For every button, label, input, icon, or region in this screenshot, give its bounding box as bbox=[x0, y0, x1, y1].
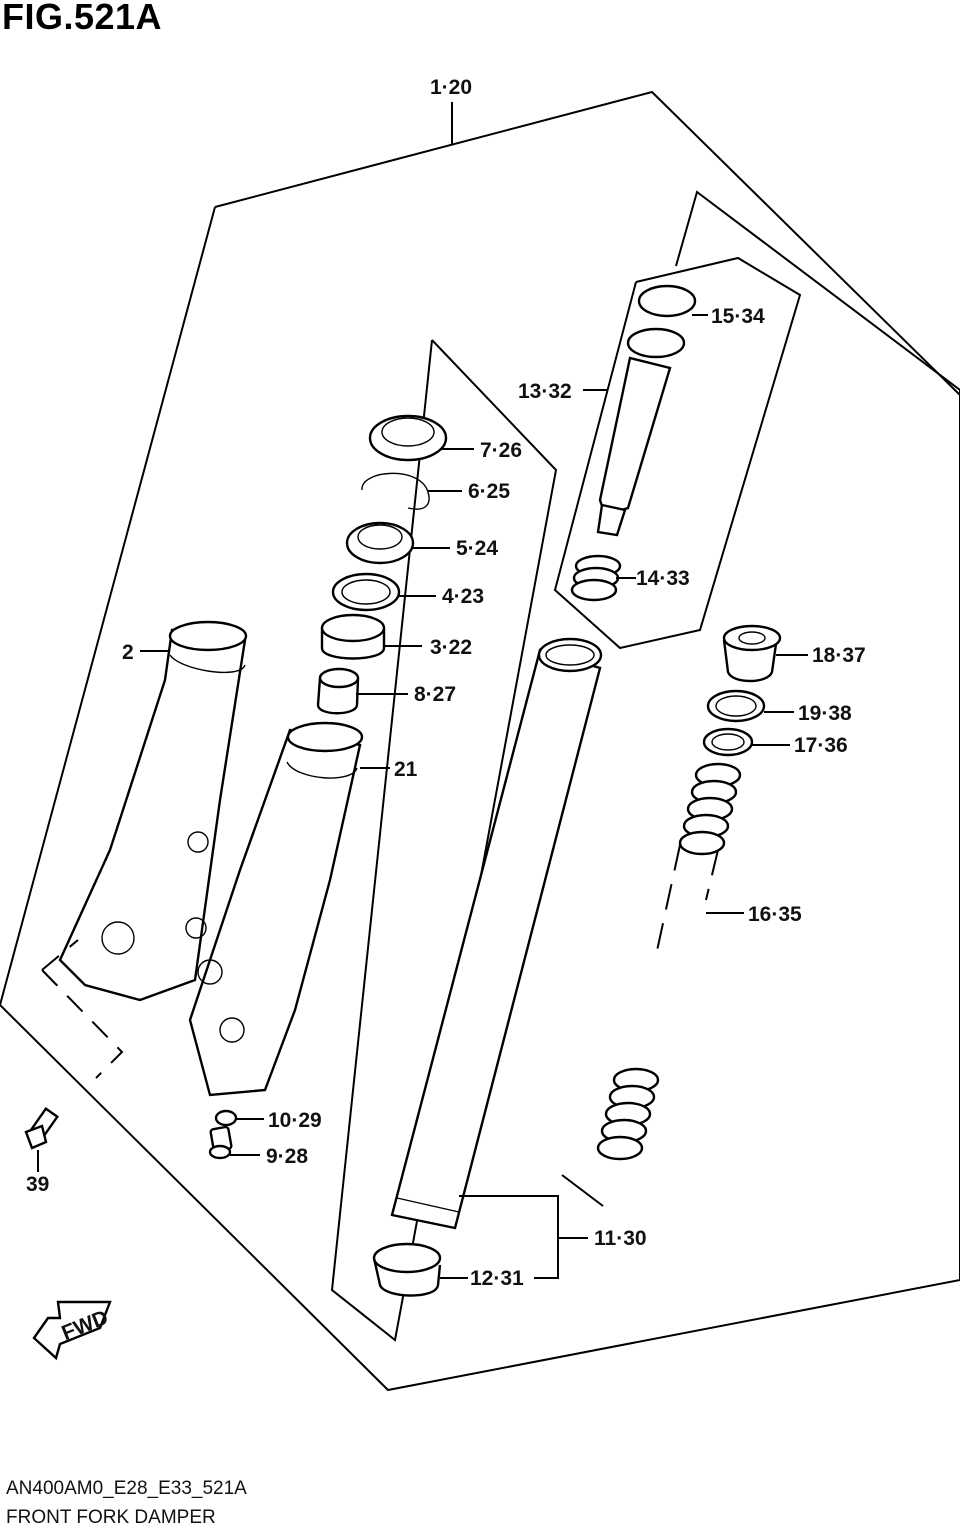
axle-bolt bbox=[24, 1107, 60, 1150]
inner-tube bbox=[390, 637, 603, 1230]
callout-7-26: 7·26 bbox=[480, 439, 522, 462]
outer-tube-right bbox=[188, 721, 364, 1097]
fork-spring bbox=[596, 762, 742, 1161]
guide-metal bbox=[320, 613, 386, 660]
callout-39: 39 bbox=[26, 1173, 49, 1196]
callout-19-38: 19·38 bbox=[798, 702, 852, 725]
spring-group-boundary bbox=[675, 190, 960, 400]
diagram-caption: FRONT FORK DAMPER bbox=[6, 1507, 216, 1528]
fork-cap-bolt bbox=[722, 624, 782, 683]
callout-11-30: 11·30 bbox=[594, 1227, 647, 1250]
damper-rod bbox=[596, 327, 686, 537]
damper-bolt bbox=[208, 1125, 233, 1160]
callout-10-29: 10·29 bbox=[268, 1109, 322, 1132]
dust-seal bbox=[368, 414, 448, 462]
spring-seat-ring bbox=[702, 727, 754, 757]
callout-1-20: 1·20 bbox=[430, 76, 472, 99]
gasket bbox=[214, 1109, 238, 1127]
callout-12-31: 12·31 bbox=[470, 1267, 524, 1290]
callout-9-28: 9·28 bbox=[266, 1145, 308, 1168]
figure-title: FIG.521A bbox=[2, 0, 163, 37]
rebound-spring bbox=[570, 554, 622, 602]
slide-metal bbox=[316, 667, 360, 715]
forward-arrow-icon: FWD bbox=[32, 1300, 112, 1361]
callout-14-33: 14·33 bbox=[636, 567, 690, 590]
callout-6-25: 6·25 bbox=[468, 480, 510, 503]
assembly-boundary bbox=[0, 90, 960, 1392]
callout-15-34: 15·34 bbox=[711, 305, 765, 328]
callout-5-24: 5·24 bbox=[456, 537, 498, 560]
damper-rod-group-boundary bbox=[553, 256, 802, 650]
snap-ring bbox=[361, 472, 430, 510]
callout-2: 2 bbox=[122, 641, 134, 664]
callout-13-32: 13·32 bbox=[518, 380, 572, 403]
washer bbox=[331, 572, 401, 612]
inner-tube-bushing bbox=[372, 1242, 442, 1297]
leader-lines bbox=[140, 314, 808, 1279]
o-ring bbox=[706, 689, 766, 723]
diagram-code: AN400AM0_E28_E33_521A bbox=[6, 1478, 247, 1499]
callout-21: 21 bbox=[394, 758, 418, 781]
callout-17-36: 17·36 bbox=[794, 734, 848, 757]
callout-8-27: 8·27 bbox=[414, 683, 456, 706]
piston-ring bbox=[637, 284, 697, 318]
callout-3-22: 3·22 bbox=[430, 636, 472, 659]
outer-tube-left bbox=[58, 620, 248, 1002]
oil-seal bbox=[345, 521, 415, 565]
callout-4-23: 4·23 bbox=[442, 585, 484, 608]
callout-18-37: 18·37 bbox=[812, 644, 866, 667]
inner-tube-group-boundary bbox=[330, 339, 558, 1342]
callout-16-35: 16·35 bbox=[748, 903, 802, 926]
